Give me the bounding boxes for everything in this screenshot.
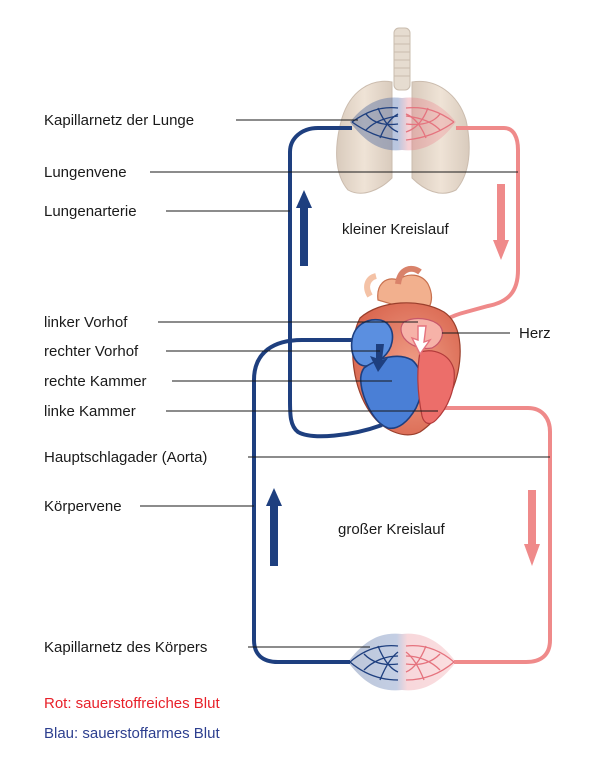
leader-lines (140, 119, 550, 648)
arrow-up-large-circuit (266, 488, 282, 566)
arrow-down-small-circuit (493, 184, 509, 260)
pulmonary-artery-vessel (288, 126, 383, 439)
aorta-vessel (440, 406, 552, 664)
lung-capillary-bed (350, 97, 456, 151)
label-pulmonary-artery: Lungenarterie (44, 203, 137, 220)
label-small-circuit: kleiner Kreislauf (342, 221, 450, 238)
heart-arrow-red (410, 325, 432, 356)
label-body-capillary-network: Kapillarnetz des Körpers (44, 639, 207, 656)
lungs-illustration (336, 27, 470, 194)
arrow-up-small-circuit (296, 190, 312, 266)
body-capillary-bed (348, 633, 456, 691)
heart-illustration (350, 265, 461, 436)
left-ventricle (417, 350, 455, 425)
heart-arrow-blue (370, 344, 388, 372)
label-left-ventricle: linke Kammer (44, 403, 136, 420)
label-right-atrium: rechter Vorhof (44, 343, 139, 360)
label-pulmonary-vein: Lungenvene (44, 164, 127, 181)
label-lung-capillary-network: Kapillarnetz der Lunge (44, 112, 194, 129)
label-heart: Herz (519, 325, 551, 342)
trachea (393, 27, 411, 91)
label-left-atrium: linker Vorhof (44, 314, 128, 331)
legend-blue-oxygen-poor: Blau: sauerstoffarmes Blut (44, 725, 220, 742)
legend-red-oxygen-rich: Rot: sauerstoffreiches Blut (44, 695, 220, 712)
label-right-ventricle: rechte Kammer (44, 373, 147, 390)
label-aorta: Hauptschlagader (Aorta) (44, 449, 207, 466)
lung-capillaries-red (405, 106, 455, 141)
arrow-down-large-circuit (524, 490, 540, 566)
label-large-circuit: großer Kreislauf (338, 521, 446, 538)
label-body-vein: Körpervene (44, 498, 122, 515)
right-ventricle (359, 355, 423, 430)
